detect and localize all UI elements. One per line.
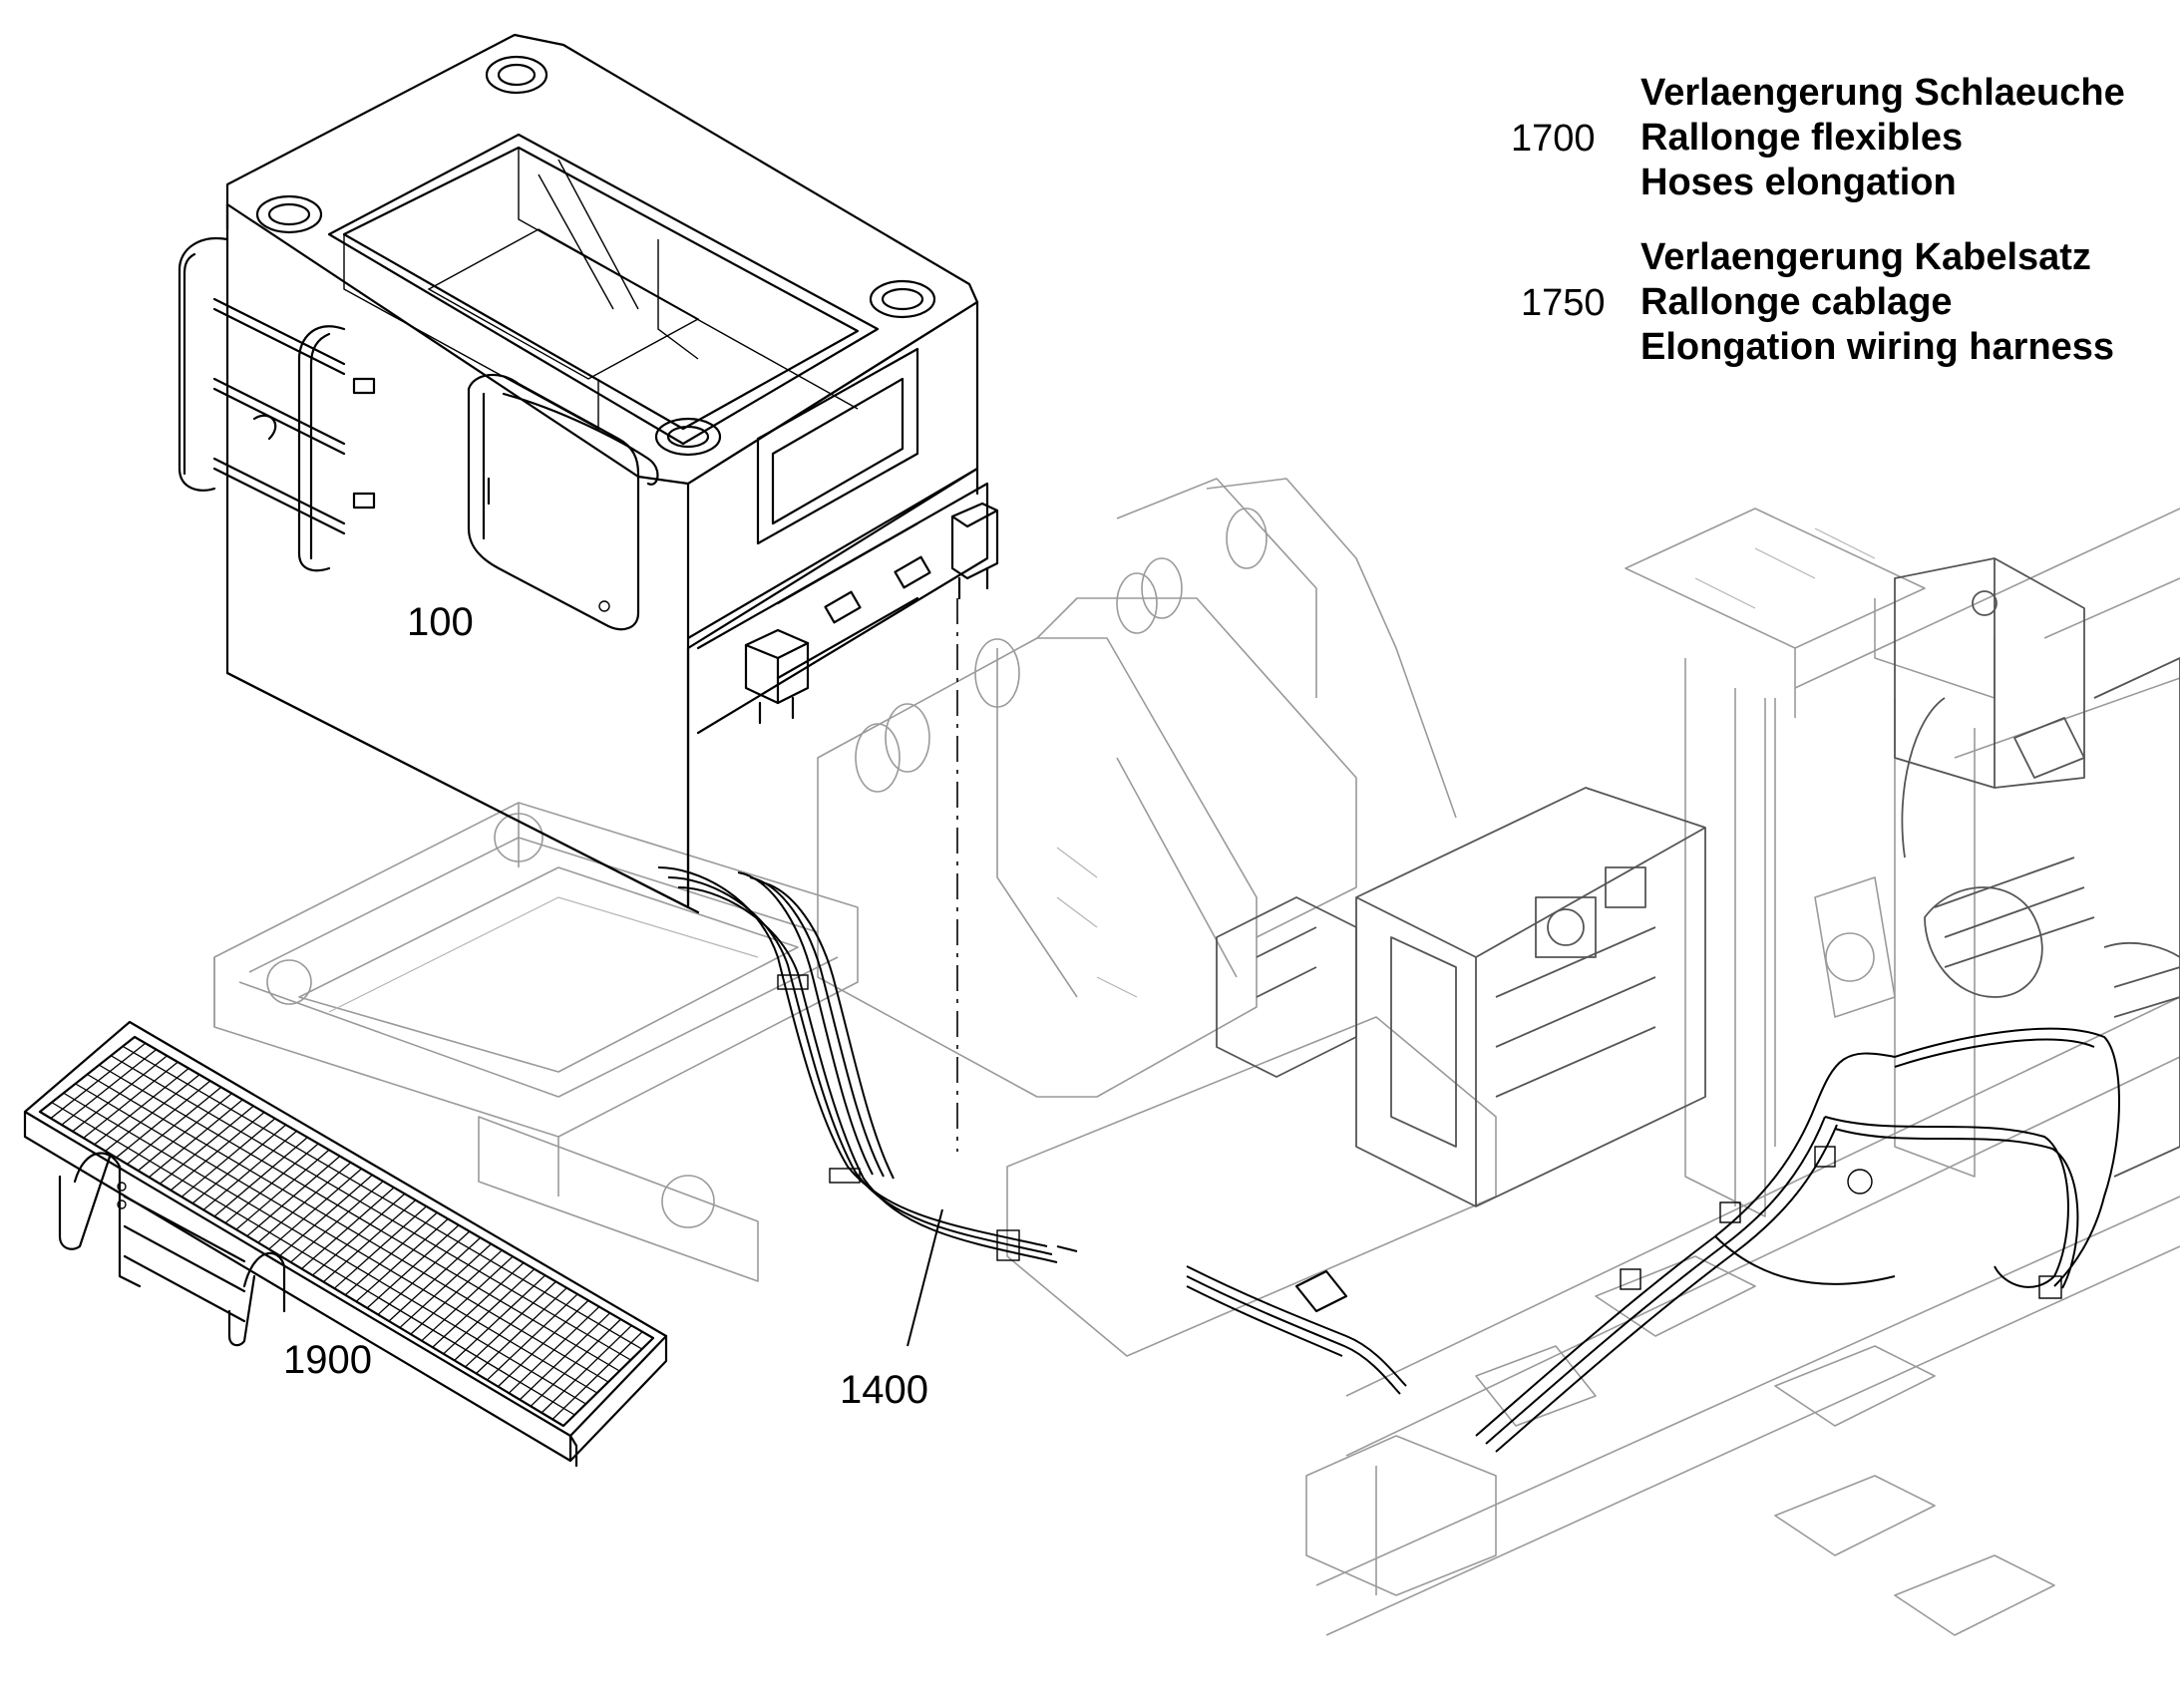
legend-number-1700: 1700 bbox=[1511, 118, 1596, 160]
legend-text-1750: Verlaengerung Kabelsatz Rallonge cablage… bbox=[1640, 235, 2114, 370]
grating-mesh bbox=[50, 1042, 643, 1420]
cable-harness bbox=[657, 866, 2120, 1453]
part-label-1400: 1400 bbox=[840, 1368, 928, 1412]
legend-line: Elongation wiring harness bbox=[1640, 326, 2115, 368]
legend-line: Hoses elongation bbox=[1640, 162, 1957, 203]
tank-box-part bbox=[178, 33, 999, 914]
part-label-100: 100 bbox=[407, 600, 474, 644]
legend-line: Rallonge flexibles bbox=[1640, 117, 1964, 159]
step-grating-part bbox=[23, 1020, 668, 1468]
leader-line-1400 bbox=[907, 1208, 943, 1347]
chassis-frame bbox=[213, 478, 2180, 1636]
legend-line: Rallonge cablage bbox=[1640, 281, 1953, 323]
legend-line: Verlaengerung Kabelsatz bbox=[1640, 236, 2091, 278]
legend-text-1700: Verlaengerung Schlaeuche Rallonge flexib… bbox=[1640, 71, 2125, 205]
part-label-1900: 1900 bbox=[283, 1338, 372, 1382]
legend-number-1750: 1750 bbox=[1521, 282, 1606, 324]
valve-block-assembly bbox=[1216, 557, 2180, 1207]
legend-line: Verlaengerung Schlaeuche bbox=[1640, 72, 2125, 114]
